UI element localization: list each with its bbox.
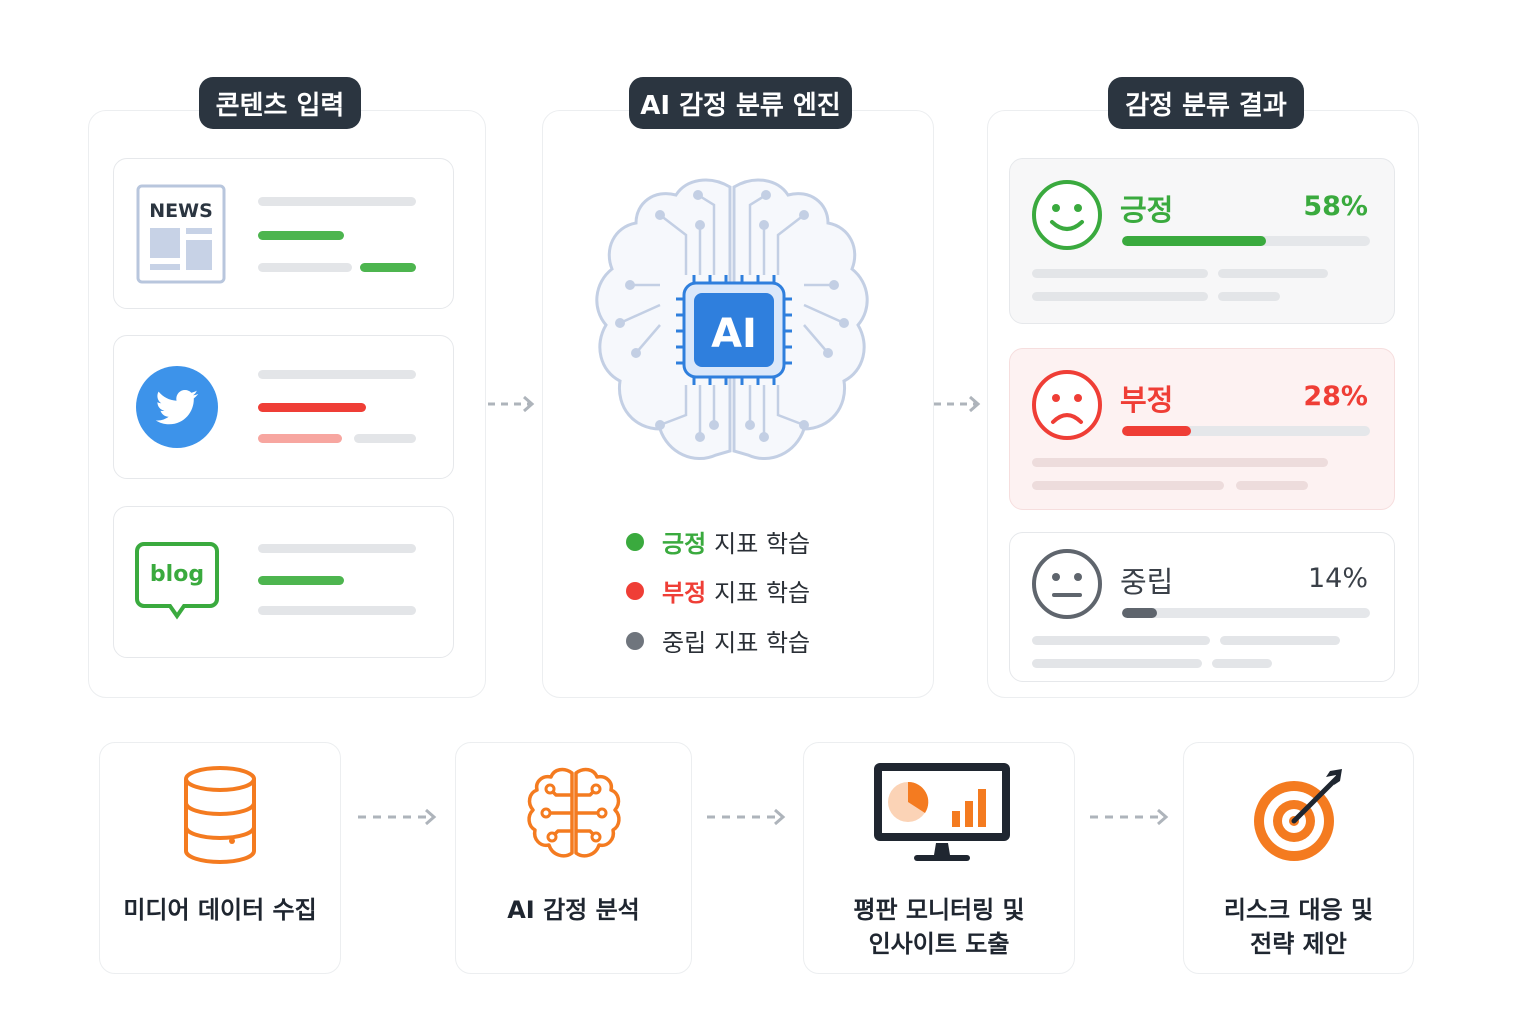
- legend-neutral: 중립 지표 학습: [626, 623, 810, 658]
- target-icon: [1254, 769, 1342, 861]
- arrow-step-3-to-4: [1090, 808, 1169, 826]
- negative-percent: 28%: [1303, 381, 1368, 412]
- news-source-card: NEWS: [113, 158, 454, 309]
- step-ai-analysis: AI 감정 분석: [455, 742, 692, 974]
- legend-negative-rest: 지표 학습: [714, 579, 811, 607]
- legend-positive: 긍정 지표 학습: [626, 524, 810, 559]
- neutral-result-card: 중립 14%: [1009, 532, 1395, 682]
- neutral-percent: 14%: [1307, 563, 1368, 594]
- step-1-label: 미디어 데이터 수집: [123, 896, 317, 924]
- newspaper-icon: NEWS: [136, 184, 226, 284]
- negative-result-card: 부정 28%: [1009, 348, 1395, 510]
- step-2-label: AI 감정 분석: [507, 896, 640, 924]
- legend-negative-keyword: 부정: [662, 579, 707, 607]
- legend-negative: 부정 지표 학습: [626, 573, 810, 608]
- step-risk-response: 리스크 대응 및 전략 제안: [1183, 742, 1414, 974]
- neutral-dot: [626, 631, 644, 650]
- blog-label: blog: [150, 562, 204, 587]
- twitter-bird-icon: [136, 366, 218, 448]
- positive-bar: [1122, 236, 1370, 246]
- arrow-step-2-to-3: [707, 808, 786, 826]
- ai-chip-label: AI: [711, 311, 757, 357]
- ai-brain-illustration: AI: [595, 178, 869, 461]
- step-3-label-line2: 인사이트 도출: [868, 930, 1010, 958]
- positive-percent: 58%: [1303, 191, 1368, 222]
- engine-section-title: AI 감정 분류 엔진: [629, 77, 852, 129]
- negative-bar: [1122, 426, 1370, 436]
- neutral-face-icon: [1032, 549, 1102, 619]
- legend-positive-keyword: 긍정: [662, 530, 707, 558]
- positive-dot: [626, 532, 644, 551]
- step-data-collection: 미디어 데이터 수집: [99, 742, 341, 974]
- arrow-input-to-engine: [488, 395, 535, 413]
- negative-label: 부정: [1120, 383, 1174, 417]
- legend-neutral-rest: 지표 학습: [714, 629, 811, 657]
- blog-source-card: blog: [113, 506, 454, 658]
- result-section-title: 감정 분류 결과: [1108, 77, 1304, 129]
- arrow-engine-to-result: [934, 395, 981, 413]
- blog-speech-bubble-icon: blog: [135, 542, 219, 620]
- input-section-title: 콘텐츠 입력: [199, 77, 361, 129]
- step-3-label-line1: 평판 모니터링 및: [853, 896, 1025, 924]
- step-4-label-line1: 리스크 대응 및: [1223, 896, 1374, 924]
- sad-face-icon: [1032, 370, 1102, 440]
- database-icon: [184, 766, 256, 864]
- news-label: NEWS: [149, 200, 213, 222]
- brain-icon: [527, 767, 621, 858]
- monitor-chart-icon: [874, 763, 1010, 861]
- step-4-label-line2: 전략 제안: [1250, 930, 1347, 958]
- arrow-step-1-to-2: [358, 808, 437, 826]
- negative-dot: [626, 581, 644, 600]
- legend-positive-rest: 지표 학습: [714, 530, 811, 558]
- neutral-bar: [1122, 608, 1370, 618]
- smile-face-icon: [1032, 180, 1102, 250]
- step-reputation-monitoring: 평판 모니터링 및 인사이트 도출: [803, 742, 1075, 974]
- positive-label: 긍정: [1120, 193, 1174, 227]
- legend-neutral-keyword: 중립: [662, 629, 707, 657]
- twitter-source-card: [113, 335, 454, 479]
- positive-result-card: 긍정 58%: [1009, 158, 1395, 324]
- neutral-label: 중립: [1120, 565, 1174, 599]
